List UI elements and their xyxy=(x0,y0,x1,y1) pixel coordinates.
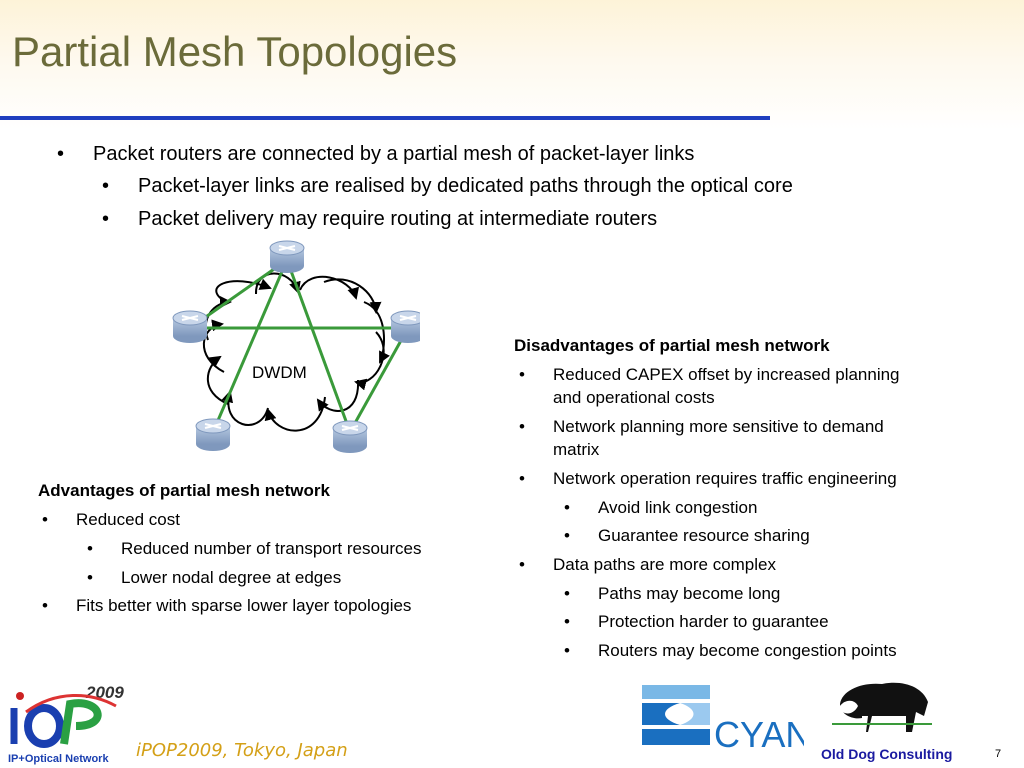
bullet-dot: • xyxy=(102,175,110,197)
packet-links xyxy=(189,258,410,433)
main-bullet-2: • Packet-layer links are realised by ded… xyxy=(102,175,793,198)
advantage-text: Reduced cost xyxy=(76,510,180,529)
bullet-dot: • xyxy=(564,498,570,517)
disadvantage-item: • Guarantee resource sharing xyxy=(564,526,810,546)
advantages-section: Advantages of partial mesh network • Redu… xyxy=(38,481,498,615)
disadvantage-item: • Reduced CAPEX offset by increased plann… xyxy=(519,365,900,385)
disadvantage-text: Guarantee resource sharing xyxy=(598,526,810,545)
ipop-caption: IP+Optical Network xyxy=(8,753,109,765)
router-icon xyxy=(195,418,231,451)
bullet-dot: • xyxy=(87,539,93,558)
bullet-dot: • xyxy=(42,596,48,615)
bullet-dot: • xyxy=(42,510,48,529)
advantages-heading: Advantages of partial mesh network xyxy=(38,481,330,500)
bullet-dot: • xyxy=(564,584,570,603)
router-icon xyxy=(332,420,368,453)
title-rule xyxy=(0,116,770,120)
bullet-dot: • xyxy=(519,417,525,436)
router-icon xyxy=(390,310,420,343)
disadvantage-text: Network operation requires traffic engin… xyxy=(553,469,897,488)
page-number: 7 xyxy=(995,748,1002,760)
main-bullet-2-text: Packet-layer links are realised by dedic… xyxy=(138,175,793,197)
ipop-logo: 2009 IP+Optical Network xyxy=(8,683,124,765)
bullet-dot: • xyxy=(564,526,570,545)
advantage-item: • Reduced cost xyxy=(42,510,180,530)
router-icon xyxy=(172,310,208,343)
bullet-dot: • xyxy=(57,143,65,165)
router-icon xyxy=(269,240,305,273)
dog-icon xyxy=(832,682,932,732)
dwdm-cloud xyxy=(202,272,390,432)
disadvantage-text: Data paths are more complex xyxy=(553,555,776,574)
disadvantage-item: • Network planning more sensitive to dema… xyxy=(519,417,884,437)
disadvantage-text: Network planning more sensitive to deman… xyxy=(553,417,884,436)
slide-title: Partial Mesh Topologies xyxy=(12,28,458,75)
disadvantage-text: matrix xyxy=(553,440,600,459)
advantage-item: • Lower nodal degree at edges xyxy=(87,568,342,588)
disadvantage-text: Reduced CAPEX offset by increased planni… xyxy=(553,365,900,384)
disadvantage-item: • Avoid link congestion xyxy=(564,498,758,518)
dwdm-label: DWDM xyxy=(252,363,307,382)
disadvantages-section: Disadvantages of partial mesh network • R… xyxy=(514,336,984,660)
disadvantage-item: • Protection harder to guarantee xyxy=(564,612,829,632)
bullet-dot: • xyxy=(519,555,525,574)
bullet-dot: • xyxy=(564,641,570,660)
advantage-item: • Reduced number of transport resources xyxy=(87,539,422,559)
bullet-dot: • xyxy=(519,365,525,384)
bullet-dot: • xyxy=(519,469,525,488)
advantage-text: Lower nodal degree at edges xyxy=(121,568,342,587)
advantage-item: • Fits better with sparse lower layer top… xyxy=(42,596,412,616)
disadvantage-item-cont: matrix xyxy=(553,440,599,460)
main-bullet-1-text: Packet routers are connected by a partia… xyxy=(93,143,695,165)
disadvantage-text: Avoid link congestion xyxy=(598,498,758,517)
network-diagram: DWDM xyxy=(172,240,420,453)
disadvantage-text: Protection harder to guarantee xyxy=(598,612,829,631)
main-bullet-3-text: Packet delivery may require routing at i… xyxy=(138,208,658,230)
footer-conference: iPOP2009, Tokyo, Japan xyxy=(136,740,348,761)
disadvantage-item: • Routers may become congestion points xyxy=(564,641,897,661)
disadvantage-text: and operational costs xyxy=(553,388,715,407)
bullet-dot: • xyxy=(564,612,570,631)
cyan-wordmark: CYAN xyxy=(714,714,804,749)
main-bullet-1: • Packet routers are connected by a part… xyxy=(57,143,695,166)
disadvantage-item: • Data paths are more complex xyxy=(519,555,776,575)
disadvantages-heading: Disadvantages of partial mesh network xyxy=(514,336,830,355)
cyan-logo: CYAN xyxy=(642,685,804,749)
main-bullet-3: • Packet delivery may require routing at… xyxy=(102,208,658,231)
advantage-text: Fits better with sparse lower layer topo… xyxy=(76,596,412,615)
disadvantage-item: • Network operation requires traffic engi… xyxy=(519,469,897,489)
advantage-text: Reduced number of transport resources xyxy=(121,539,422,558)
disadvantage-item-cont: and operational costs xyxy=(553,388,715,408)
bullet-dot: • xyxy=(87,568,93,587)
odc-wordmark: Old Dog Consulting xyxy=(821,746,953,762)
disadvantage-item: • Paths may become long xyxy=(564,584,781,604)
bullet-dot: • xyxy=(102,208,110,230)
disadvantage-text: Paths may become long xyxy=(598,584,781,603)
disadvantage-text: Routers may become congestion points xyxy=(598,641,897,660)
